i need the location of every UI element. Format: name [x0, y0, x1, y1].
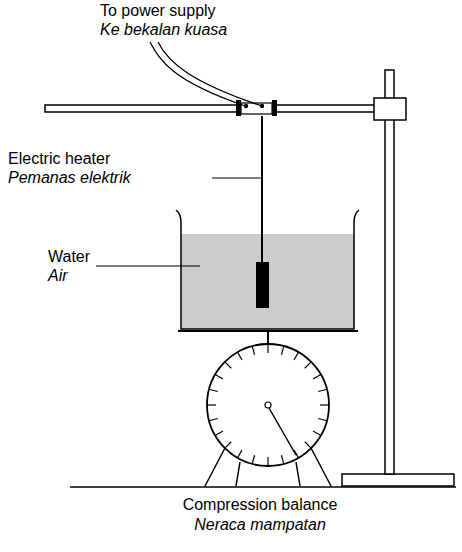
label-english: To power supply	[100, 2, 216, 20]
dial-tick	[281, 346, 283, 355]
label-malay: Ke bekalan kuasa	[100, 21, 227, 39]
wire	[158, 42, 262, 106]
dial-tick	[320, 404, 329, 405]
dial-tick	[215, 375, 223, 380]
dial-tick	[238, 352, 243, 360]
balance-feet	[205, 448, 331, 486]
clamp-arm	[45, 105, 395, 112]
dial-tick	[225, 362, 231, 368]
dial-tick	[318, 418, 327, 420]
dial-tick	[209, 389, 218, 391]
leader-line	[212, 177, 262, 178]
label-english: Water	[48, 248, 90, 266]
dial-tick	[318, 389, 327, 391]
dial-tick	[294, 352, 299, 360]
water	[181, 234, 354, 329]
balance-dial	[207, 344, 329, 466]
dial-tick	[305, 362, 311, 368]
dial-tick	[225, 442, 231, 448]
dial-pivot	[265, 402, 271, 408]
dial-tick	[238, 450, 243, 458]
dial-tick	[267, 344, 268, 353]
stand-base	[342, 474, 454, 486]
heater-element	[256, 262, 269, 308]
label-malay: Air	[48, 267, 68, 285]
label-malay: Neraca mampatan	[194, 516, 326, 534]
pan-stem	[267, 331, 269, 345]
label-english: Compression balance	[183, 496, 338, 514]
leader-line	[96, 265, 200, 266]
dial-tick	[207, 404, 216, 405]
label-malay: Pemanas elektrik	[8, 169, 131, 187]
dial-tick	[305, 442, 311, 448]
dial-tick	[252, 346, 254, 355]
dial-tick	[209, 418, 218, 420]
label-english: Electric heater	[8, 150, 110, 168]
bench	[70, 486, 456, 488]
dial-ticks	[207, 344, 329, 466]
terminal	[260, 104, 264, 108]
dial-tick	[313, 375, 321, 380]
dial-needle	[269, 408, 296, 455]
dial-tick	[215, 431, 223, 436]
stand-rod	[385, 70, 394, 474]
heater-rod	[261, 116, 263, 262]
beaker	[176, 210, 359, 329]
dial-tick	[313, 431, 321, 436]
terminal	[244, 104, 248, 108]
boss-clamp	[374, 98, 406, 120]
dial-tick	[252, 455, 254, 464]
holder-block	[272, 100, 277, 116]
dial-tick	[267, 457, 268, 466]
dial-tick	[281, 455, 283, 464]
